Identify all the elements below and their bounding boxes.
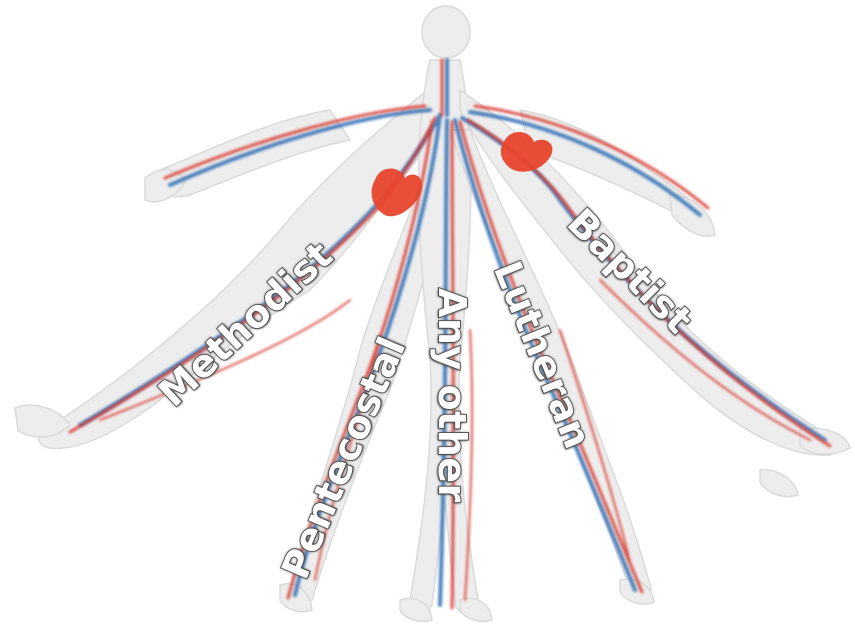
label-any-other: Any other — [430, 288, 474, 503]
hand-right — [670, 195, 715, 236]
head — [422, 6, 470, 58]
